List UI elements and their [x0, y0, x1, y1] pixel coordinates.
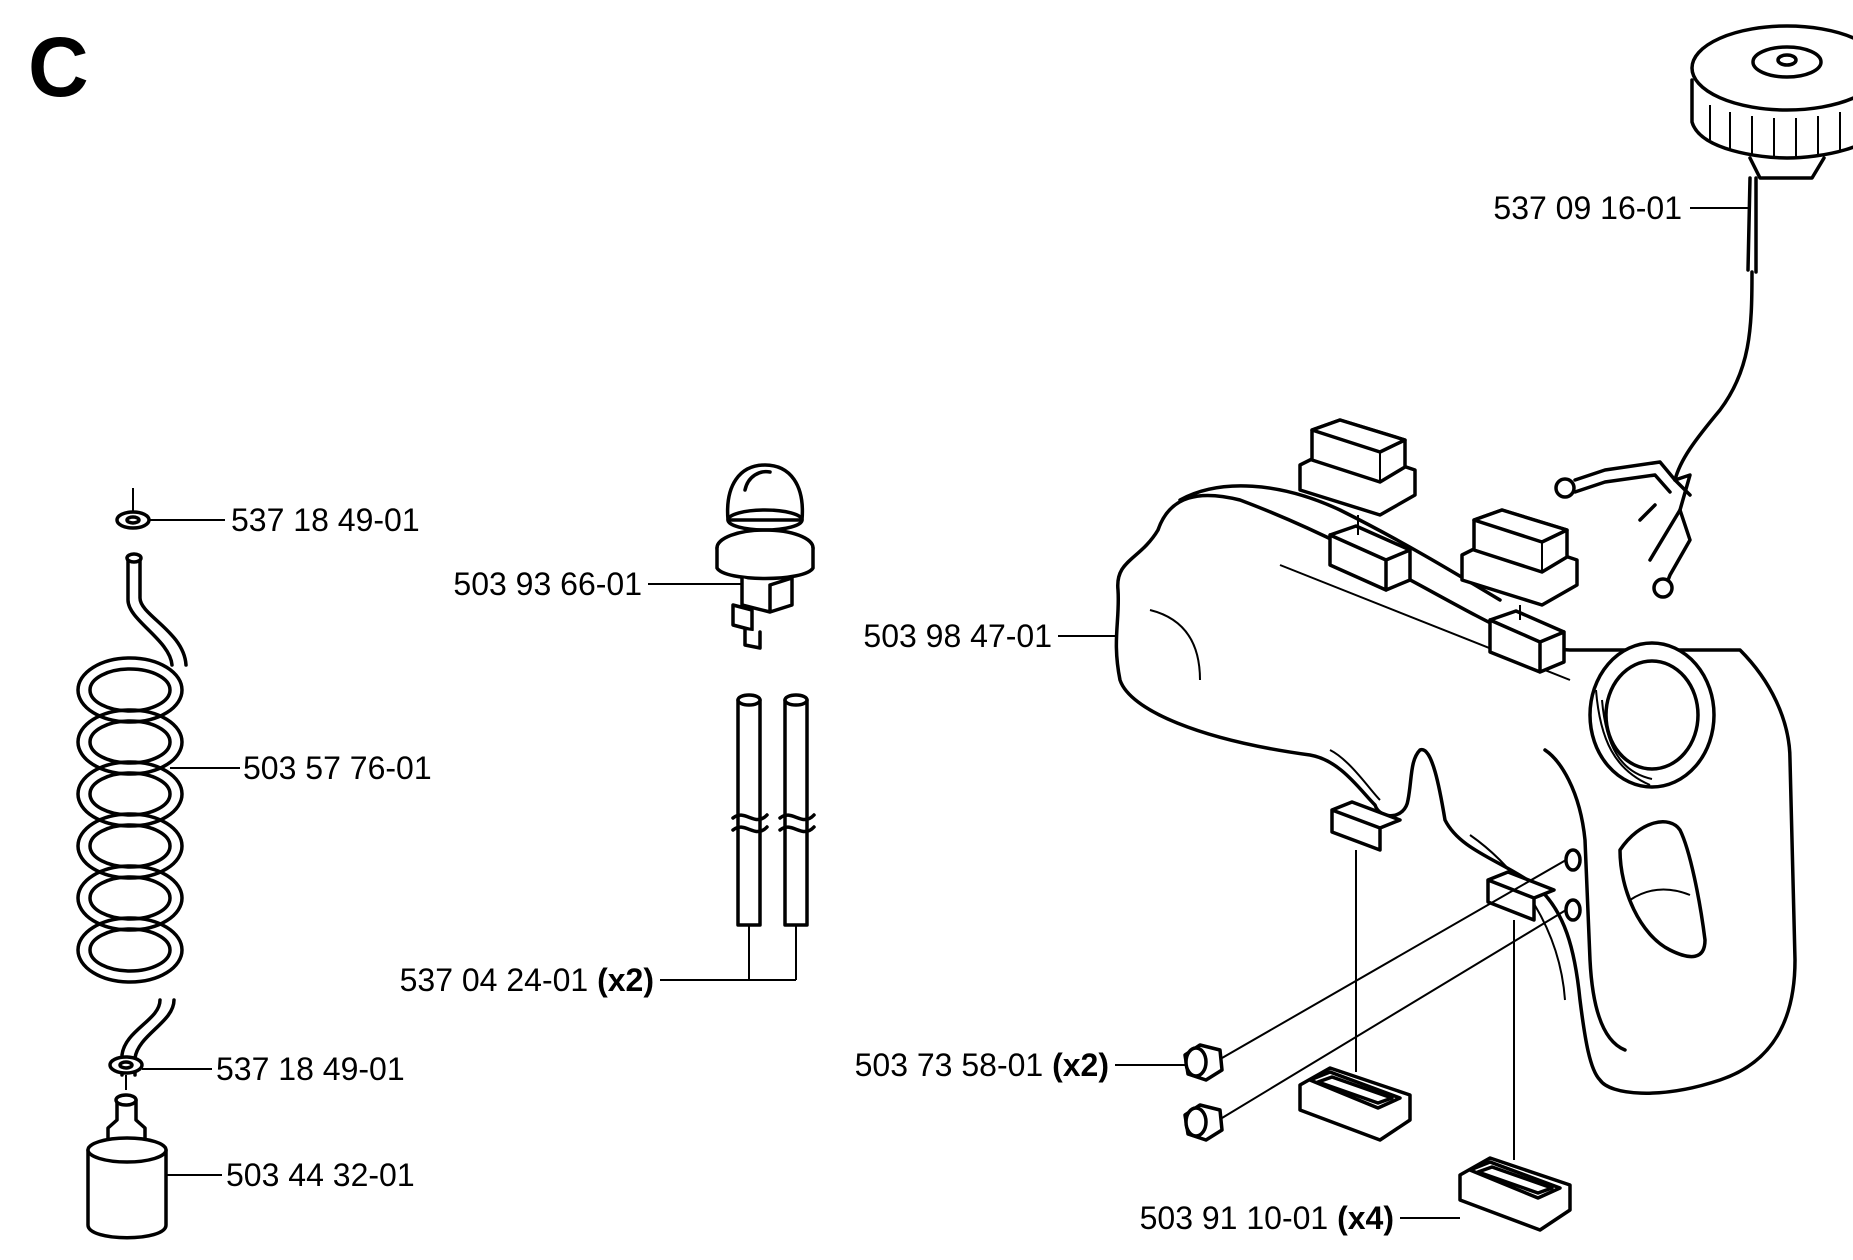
rubber-mount-top-illustrations [1298, 418, 1579, 620]
hose-coil-outer [76, 916, 184, 984]
primer-bulb-illustration [715, 463, 815, 650]
label-fuel-filter: 503 44 32-01 [226, 1157, 415, 1193]
hose-coil-inner [88, 667, 172, 713]
hose-coil-inner [88, 927, 172, 973]
label-plug: 503 73 58-01 (x2) [855, 1047, 1109, 1083]
hose-coil-inner [88, 875, 172, 921]
plug-illustrations [1183, 859, 1567, 1142]
hose-coil-inner [88, 719, 172, 765]
fuel-tank-illustration [1114, 484, 1797, 1095]
part-labels: 537 09 16-01 537 18 49-01 503 93 66-01 5… [216, 190, 1682, 1236]
fuel-cap-illustration [1554, 24, 1853, 599]
label-grommet-top: 537 18 49-01 [231, 502, 420, 538]
label-grommet-bottom: 537 18 49-01 [216, 1051, 405, 1087]
hose-coil-inner [88, 823, 172, 869]
hose-pair-illustration [731, 693, 816, 980]
label-rubber-mount: 503 91 10-01 (x4) [1140, 1200, 1394, 1236]
label-fuel-hose: 503 57 76-01 [243, 750, 432, 786]
leader-lines [142, 207, 1748, 1219]
fuel-hose-assembly-illustration [76, 488, 188, 1240]
label-fuel-cap: 537 09 16-01 [1493, 190, 1682, 226]
hose-coil-inner [88, 771, 172, 817]
label-fuel-tank: 503 98 47-01 [863, 618, 1052, 654]
label-hose-pair: 537 04 24-01 (x2) [400, 962, 654, 998]
rubber-mount-bottom-illustrations [1298, 850, 1572, 1232]
section-letter: C [28, 20, 89, 114]
label-primer-bulb: 503 93 66-01 [453, 566, 642, 602]
